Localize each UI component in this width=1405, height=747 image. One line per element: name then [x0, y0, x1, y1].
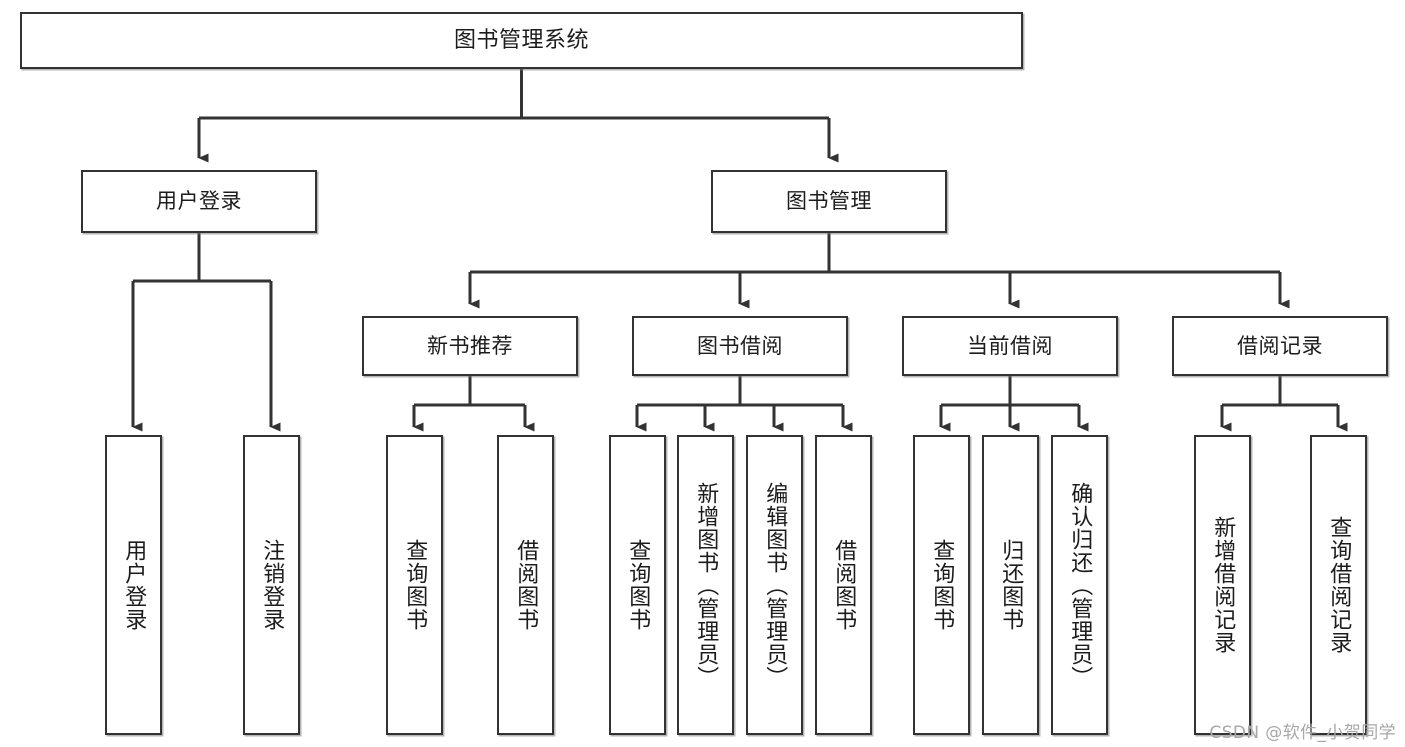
node-label: 当前借阅 — [967, 333, 1053, 358]
node-leaf-query-book-borrow[interactable]: 查询图书 — [609, 435, 666, 735]
node-leaf-add-book-admin[interactable]: 新增图书（管理员） — [677, 435, 734, 735]
node-label: 编辑图书（管理员） — [762, 481, 788, 689]
node-label: 用户登录 — [156, 189, 242, 214]
node-leaf-query-borrow-record[interactable]: 查询借阅记录 — [1310, 435, 1367, 735]
node-label: 图书管理 — [786, 189, 872, 214]
node-borrow-record[interactable]: 借阅记录 — [1172, 316, 1388, 376]
node-label: 新书推荐 — [427, 333, 513, 358]
node-leaf-user-login[interactable]: 用户登录 — [105, 435, 162, 735]
node-label: 注销登录 — [259, 539, 285, 631]
node-label: 新增图书（管理员） — [693, 481, 719, 689]
node-label: 借阅图书 — [831, 539, 857, 631]
node-label: 归还图书 — [998, 539, 1024, 631]
node-leaf-add-borrow-record[interactable]: 新增借阅记录 — [1194, 435, 1251, 735]
node-label: 用户登录 — [121, 539, 147, 631]
node-root-book-management-system[interactable]: 图书管理系统 — [20, 12, 1023, 69]
node-user-login[interactable]: 用户登录 — [81, 170, 317, 233]
node-leaf-logout-login[interactable]: 注销登录 — [243, 435, 300, 735]
node-label: 查询图书 — [402, 539, 428, 631]
node-label: 借阅图书 — [513, 539, 539, 631]
node-label: 图书借阅 — [697, 333, 783, 358]
node-book-management[interactable]: 图书管理 — [711, 170, 947, 233]
node-leaf-borrow-book[interactable]: 借阅图书 — [815, 435, 872, 735]
node-label: 借阅记录 — [1237, 333, 1323, 358]
node-book-borrow[interactable]: 图书借阅 — [632, 316, 848, 376]
node-leaf-query-book-current[interactable]: 查询图书 — [913, 435, 970, 735]
node-label: 查询图书 — [625, 539, 651, 631]
node-label: 查询借阅记录 — [1326, 516, 1352, 654]
node-leaf-confirm-return-admin[interactable]: 确认归还（管理员） — [1051, 435, 1108, 735]
node-leaf-borrow-book-recommend[interactable]: 借阅图书 — [497, 435, 554, 735]
node-label: 新增借阅记录 — [1210, 516, 1236, 654]
node-leaf-return-book[interactable]: 归还图书 — [982, 435, 1039, 735]
node-new-book-recommend[interactable]: 新书推荐 — [362, 316, 578, 376]
node-label: 图书管理系统 — [453, 27, 589, 53]
node-leaf-edit-book-admin[interactable]: 编辑图书（管理员） — [746, 435, 803, 735]
node-current-borrow[interactable]: 当前借阅 — [902, 316, 1118, 376]
node-leaf-query-book-recommend[interactable]: 查询图书 — [386, 435, 443, 735]
node-label: 查询图书 — [929, 539, 955, 631]
node-label: 确认归还（管理员） — [1067, 481, 1093, 689]
